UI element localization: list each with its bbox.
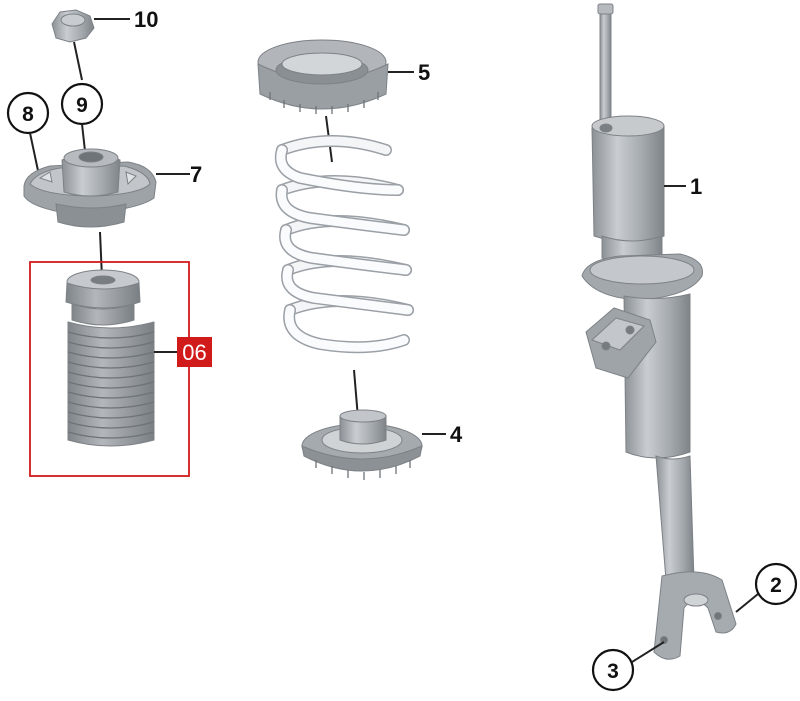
leader-10-9 bbox=[73, 41, 83, 81]
part-10-cap[interactable] bbox=[51, 9, 95, 43]
label-part-7: 7 bbox=[190, 162, 202, 187]
label-part-9: 9 bbox=[76, 94, 88, 117]
label-part-06: 06 bbox=[182, 340, 206, 365]
label-part-10: 10 bbox=[134, 7, 158, 32]
part-06-bump-stop-boot[interactable] bbox=[65, 269, 155, 447]
callout-2[interactable]: 2 bbox=[754, 562, 798, 606]
callout-8[interactable]: 8 bbox=[6, 91, 50, 135]
label-part-1: 1 bbox=[690, 174, 702, 199]
highlight-frame bbox=[29, 261, 190, 477]
bellows-ribs bbox=[67, 331, 155, 439]
part-1-shock-absorber[interactable] bbox=[581, 3, 737, 660]
label-part-3: 3 bbox=[607, 660, 619, 683]
leader-3 bbox=[631, 641, 665, 663]
callout-3[interactable]: 3 bbox=[591, 648, 635, 692]
label-part-8: 8 bbox=[22, 103, 34, 126]
part-7-strut-mount[interactable] bbox=[23, 148, 157, 228]
callout-9[interactable]: 9 bbox=[60, 82, 104, 126]
label-part-4: 4 bbox=[450, 422, 463, 447]
coil-spring[interactable] bbox=[274, 135, 414, 354]
part-4-lower-spring-seat[interactable] bbox=[301, 409, 423, 480]
label-part-5: 5 bbox=[418, 60, 430, 85]
highlight-label-06: 06 bbox=[177, 337, 212, 367]
part-5-upper-spring-seat[interactable] bbox=[257, 39, 389, 114]
label-part-2: 2 bbox=[770, 574, 782, 597]
leader-2 bbox=[735, 593, 759, 613]
